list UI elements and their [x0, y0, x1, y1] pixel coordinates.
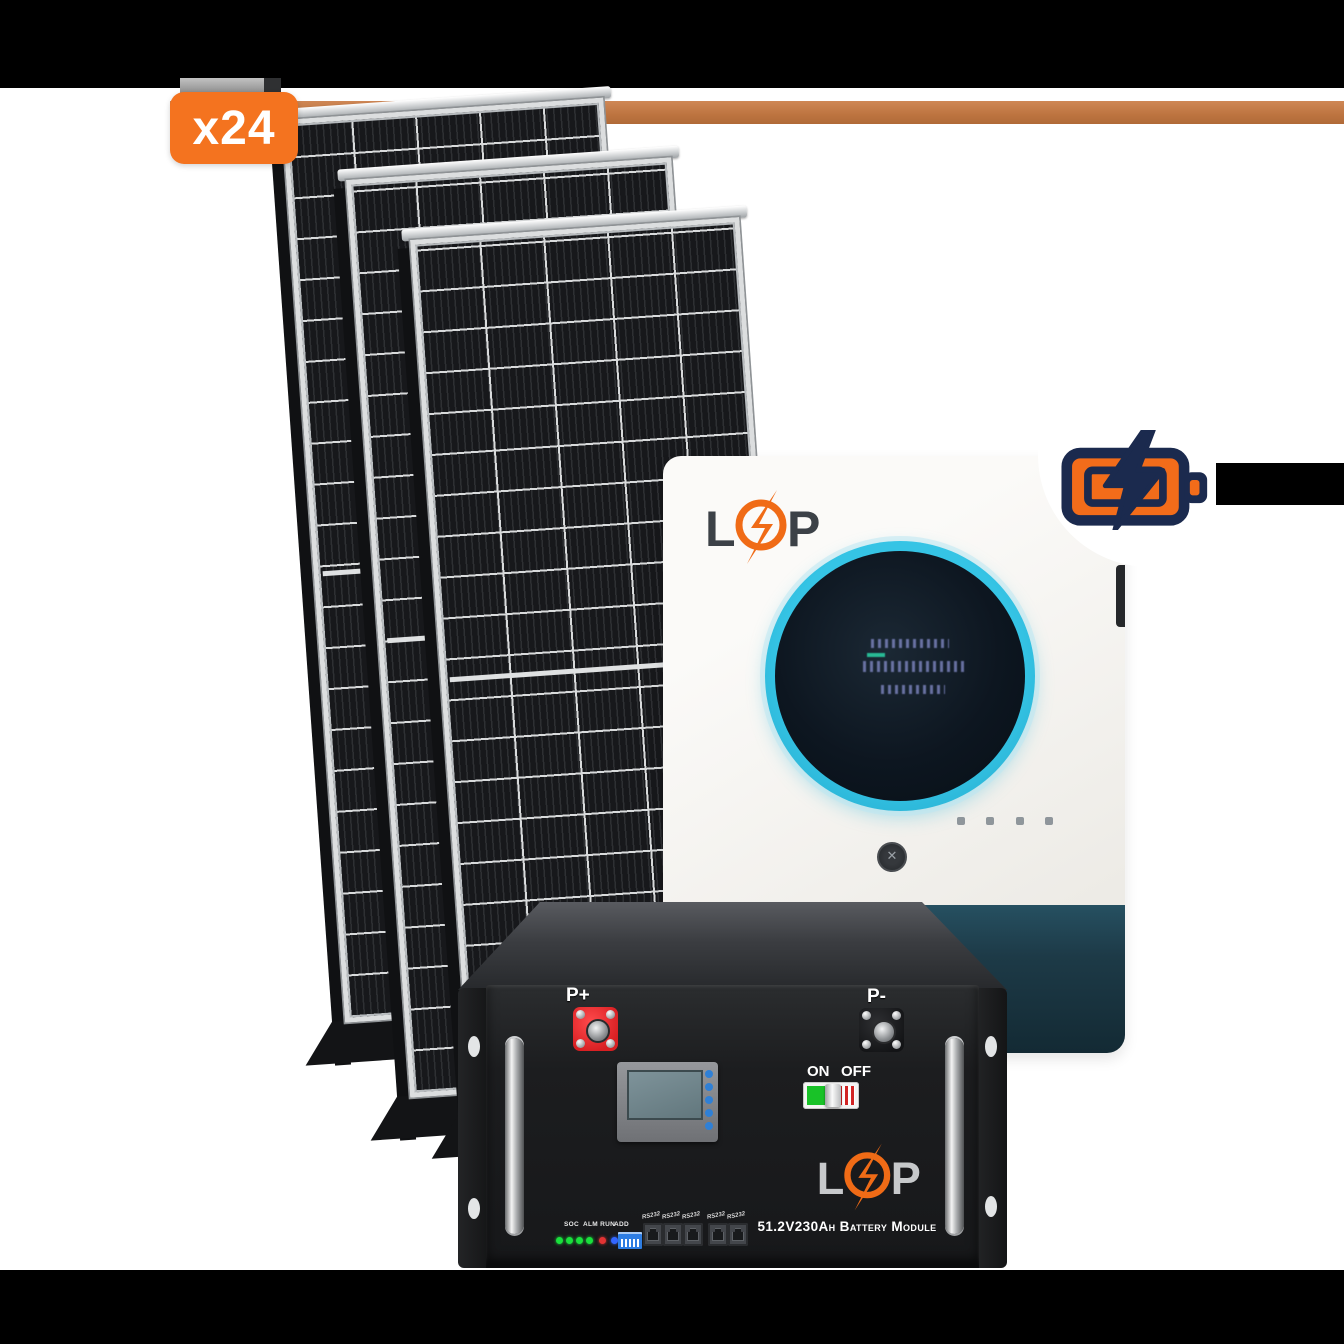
- negative-terminal: [859, 1008, 904, 1052]
- mount-hole: [468, 1198, 480, 1219]
- rack-handle-right: [945, 1038, 964, 1234]
- mount-hole: [985, 1036, 997, 1057]
- lightning-bolt-icon: [854, 1143, 882, 1211]
- battery-front-panel: P+ P- ON OFF SOC: [486, 985, 979, 1268]
- lcd-glyphs: [863, 633, 981, 715]
- lcd-button: [705, 1122, 713, 1130]
- power-switch: [803, 1082, 859, 1109]
- logo-circle: [735, 499, 787, 551]
- lcd-button: [705, 1070, 713, 1078]
- alm-run-label: ALM RUN: [583, 1221, 616, 1228]
- rs232-port: [728, 1223, 748, 1246]
- display-button-icon: [986, 817, 995, 825]
- top-letterbox-band: [0, 0, 1344, 88]
- battery-module: P+ P- ON OFF SOC: [458, 902, 1007, 1268]
- lightning-bolt-icon: [747, 490, 777, 564]
- positive-terminal: [573, 1007, 618, 1051]
- quantity-badge: x24: [170, 92, 298, 164]
- rs232-port: [643, 1223, 663, 1246]
- panel-rail-stub: [180, 78, 280, 94]
- panel-bottom-shade: [486, 1258, 979, 1268]
- bottom-letterbox-band: [0, 1270, 1344, 1344]
- rack-ear-right: [975, 988, 1007, 1268]
- led-green: [556, 1237, 563, 1244]
- display-screen: [775, 551, 1053, 825]
- display-button-icon: [1044, 817, 1053, 825]
- brand-logo: L P: [817, 1143, 921, 1211]
- rs232-label: RS232: [641, 1211, 661, 1221]
- led-green: [576, 1237, 583, 1244]
- led-red: [599, 1237, 606, 1244]
- logo-letter-p: P: [787, 501, 820, 557]
- switch-on-label: ON: [807, 1063, 830, 1080]
- led-green: [566, 1237, 573, 1244]
- rs232-port: [683, 1223, 703, 1246]
- display-ring: [765, 541, 1053, 825]
- battery-lcd-screen: [627, 1070, 703, 1120]
- screw-icon: ✕: [877, 842, 907, 872]
- inverter: L P ✕: [663, 456, 1125, 1053]
- rs232-port: [663, 1223, 683, 1246]
- rack-handle-left: [505, 1038, 524, 1234]
- display-button-icon: [957, 817, 965, 825]
- positive-terminal-label: P+: [566, 985, 590, 1006]
- mount-hole: [468, 1036, 480, 1057]
- logo-circle: [844, 1152, 891, 1199]
- right-letterbox-bar: [1216, 463, 1344, 505]
- logo-letter-p: P: [891, 1153, 921, 1204]
- quantity-label: x24: [192, 101, 276, 155]
- brand-logo: L P: [705, 490, 820, 564]
- logo-letter-l: L: [705, 501, 736, 557]
- lcd-button: [705, 1096, 713, 1104]
- inverter-heatsink: [1116, 565, 1125, 627]
- switch-off-label: OFF: [841, 1063, 871, 1080]
- battery-lcd: [617, 1062, 718, 1142]
- lcd-button: [705, 1083, 713, 1091]
- dip-switch: [618, 1232, 642, 1249]
- negative-terminal-label: P-: [867, 986, 886, 1007]
- rack-ear-left: [458, 988, 490, 1268]
- panel-rail-cap: [264, 78, 281, 94]
- module-name-label: 51.2V230Ah Battery Module: [757, 1219, 937, 1234]
- rs232-port: [708, 1223, 728, 1246]
- battery-charge-icon: [1061, 430, 1208, 530]
- rs232-label: RS232: [681, 1211, 701, 1221]
- led-green: [586, 1237, 593, 1244]
- logo-letter-l: L: [817, 1153, 845, 1204]
- add-label: ADD: [614, 1221, 629, 1228]
- soc-label: SOC: [564, 1221, 579, 1228]
- mount-hole: [985, 1196, 997, 1217]
- led-blue: [611, 1237, 618, 1244]
- display-buttons: [957, 817, 1053, 825]
- rs232-label: RS232: [661, 1211, 681, 1221]
- rs232-label: RS232: [706, 1211, 726, 1221]
- lcd-button: [705, 1109, 713, 1117]
- display-button-icon: [1015, 817, 1024, 825]
- battery-top-face: [458, 902, 1007, 990]
